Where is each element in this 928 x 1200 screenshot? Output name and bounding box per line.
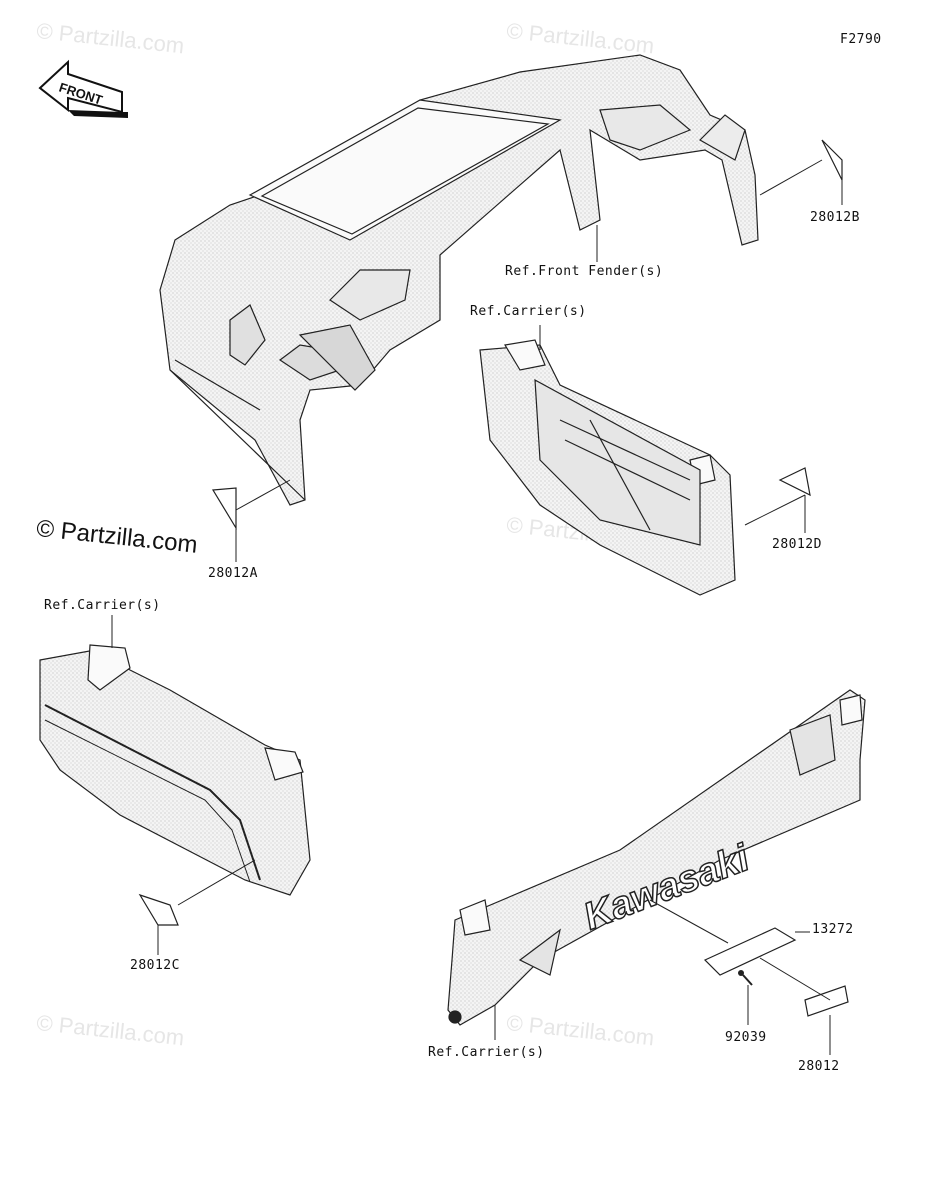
part-number-28012D: 28012D (772, 537, 822, 552)
label-ref-carrier-left: Ref.Carrier(s) (44, 598, 161, 613)
carrier-side-panel-right (479, 339, 736, 596)
screw-92039-icon (738, 970, 753, 986)
front-arrow-icon: FRONT (38, 59, 128, 118)
carrier-side-panel-left (39, 644, 311, 896)
leader-lines (111, 159, 843, 1055)
part-number-28012B: 28012B (810, 210, 860, 225)
part-number-13272: 13272 (812, 922, 854, 937)
figure-code: F2790 (840, 32, 882, 47)
dashboard-panel (159, 54, 759, 506)
decal-28012 (804, 985, 849, 1017)
part-number-92039: 92039 (725, 1030, 767, 1045)
part-number-28012: 28012 (798, 1059, 840, 1074)
label-ref-carrier-top: Ref.Carrier(s) (470, 304, 587, 319)
decal-28012C (138, 893, 179, 926)
label-ref-carrier-bottom: Ref.Carrier(s) (428, 1045, 545, 1060)
decal-28012D (778, 467, 811, 497)
decal-13272 (703, 927, 797, 976)
decal-28012A (211, 487, 237, 531)
part-number-28012A: 28012A (208, 566, 258, 581)
carrier-tailgate-panel: Kawasaki (447, 689, 866, 1026)
decal-28012B (821, 139, 843, 181)
part-number-28012C: 28012C (130, 958, 180, 973)
label-ref-front-fender: Ref.Front Fender(s) (505, 264, 664, 279)
